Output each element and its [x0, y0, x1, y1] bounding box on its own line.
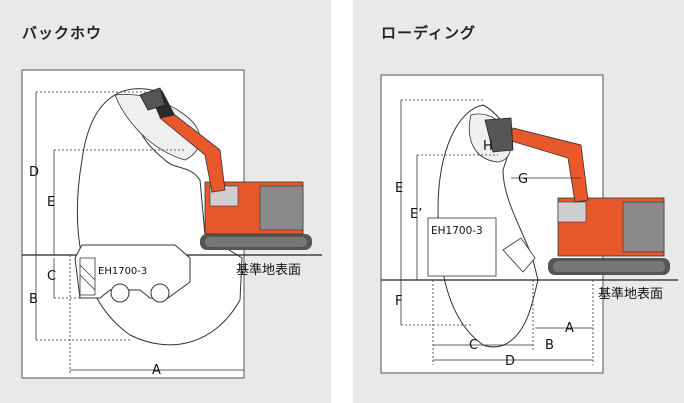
loading-bucket — [484, 117, 514, 153]
backhoe-ground-label: 基準地表面 — [236, 262, 301, 278]
loading-diagram: 基準地表面 EH1700-3 — [380, 74, 678, 374]
loading-dim-A: A — [565, 321, 574, 336]
loading-dim-E: E — [395, 181, 403, 196]
backhoe-dump-truck: EH1700-3 — [74, 244, 191, 303]
loading-ground-label: 基準地表面 — [598, 286, 663, 302]
backhoe-panel: バックホウ 基準地表面 EH1700-3 — [0, 0, 331, 403]
backhoe-title: バックホウ — [22, 24, 103, 42]
backhoe-dimension-lines — [35, 91, 244, 375]
loading-excavator — [484, 117, 670, 275]
backhoe-diagram: 基準地表面 EH1700-3 — [21, 69, 322, 379]
backhoe-bucket — [139, 87, 166, 111]
loading-dump-truck: EH1700-3 — [427, 217, 536, 277]
loading-dim-G: G — [518, 172, 528, 187]
backhoe-dim-A: A — [152, 363, 161, 378]
loading-cab — [557, 201, 587, 223]
backhoe-truck-label: EH1700-3 — [98, 266, 147, 277]
backhoe-dim-E: E — [47, 195, 55, 210]
loading-title: ローディング — [381, 24, 476, 42]
loading-dimension-lines — [400, 99, 594, 365]
loading-dim-C: C — [469, 338, 478, 353]
backhoe-dim-D: D — [29, 165, 39, 180]
loading-panel: ローディング 基準地表面 EH1700-3 — [353, 0, 684, 403]
loading-truck-label: EH1700-3 — [431, 225, 483, 237]
backhoe-dim-B: B — [29, 292, 38, 307]
loading-dim-E-prime: E’ — [410, 207, 422, 222]
loading-dim-H: H — [483, 139, 493, 154]
loading-dim-B: B — [545, 338, 554, 353]
loading-dim-F: F — [395, 294, 402, 309]
backhoe-dim-C: C — [47, 269, 56, 284]
backhoe-excavator — [139, 87, 312, 250]
loading-dim-D: D — [505, 354, 515, 369]
